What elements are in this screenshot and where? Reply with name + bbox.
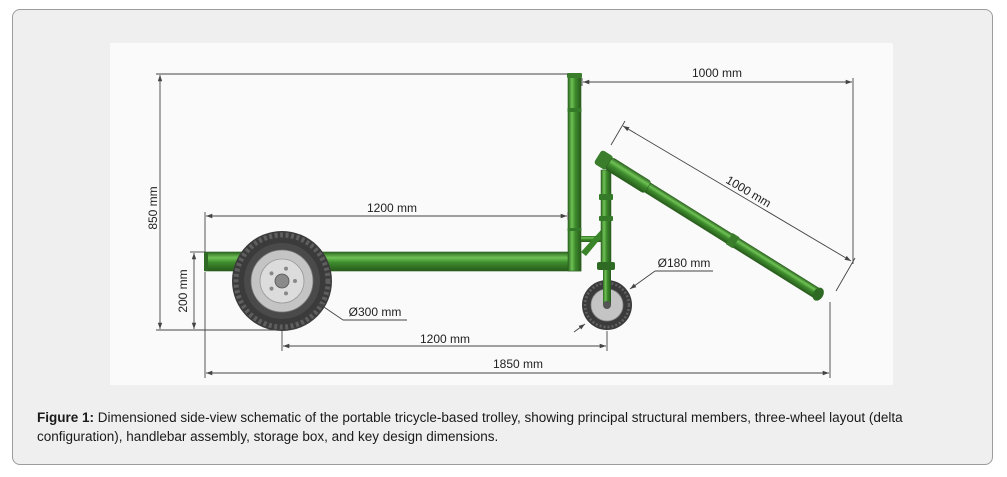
rear-wheel: [232, 231, 332, 331]
caption-label: Figure 1:: [37, 410, 95, 425]
rear-wheel-bolt: [269, 271, 274, 276]
label-overall-length: 1850 mm: [493, 357, 543, 371]
vertical-post: [567, 74, 582, 272]
dim-handlebar-length-line: [622, 125, 852, 262]
dim-handlebar-length-extension-start: [610, 120, 626, 146]
handlebar-end-cap: [812, 287, 824, 301]
label-height-total: 850 mm: [146, 186, 160, 229]
dimension-lines: [156, 73, 856, 378]
frame-end-cap: [204, 252, 208, 271]
fork-collar: [599, 194, 613, 200]
rear-wheel-bolt: [284, 266, 288, 271]
label-frame-length: 1200 mm: [367, 201, 417, 215]
front-hub: [603, 301, 611, 309]
rear-tire-tread: [233, 232, 331, 330]
front-tire-tread: [583, 281, 631, 329]
trolley-diagram: 850 mm 200 mm 1200 mm 1000 mm 1000 mm Ø1…: [110, 43, 893, 385]
post-joint-band: [567, 108, 582, 112]
label-handlebar-reach: 1000 mm: [692, 66, 742, 80]
label-front-wheel: Ø180 mm: [658, 256, 711, 270]
label-wheelbase: 1200 mm: [420, 332, 470, 346]
rear-wheel-leader: [317, 302, 344, 321]
front-wheel-leader: [629, 270, 656, 290]
post-top-cap: [567, 73, 582, 78]
fork-crown: [597, 262, 615, 270]
fork-horizontal-brace: [581, 236, 602, 242]
post-joint-band: [567, 228, 582, 231]
dimension-labels: 850 mm 200 mm 1200 mm 1000 mm 1000 mm Ø1…: [146, 66, 774, 371]
front-wheel: [582, 262, 632, 330]
fork-leg: [603, 270, 611, 305]
front-fork-assembly: [581, 169, 613, 266]
caption-text: Dimensioned side-view schematic of the p…: [37, 410, 903, 444]
fork-collar: [599, 216, 613, 221]
trolley-drawing: 850 mm 200 mm 1200 mm 1000 mm 1000 mm Ø1…: [146, 66, 856, 378]
dim-handlebar-length-extension-end: [835, 257, 856, 292]
figure-caption: Figure 1: Dimensioned side-view schemati…: [37, 408, 987, 446]
ground-contact-pointer: [573, 323, 586, 333]
handlebar-grip-section: [605, 158, 651, 193]
handlebar-assembly: [594, 150, 824, 301]
label-height-frame: 200 mm: [176, 269, 190, 312]
rear-wheel-bolt: [293, 279, 297, 283]
rear-wheel-bolt: [269, 286, 274, 291]
fork-diagonal-brace: [581, 230, 601, 256]
label-handlebar-length: 1000 mm: [723, 173, 773, 211]
rear-wheel-bolt: [284, 291, 288, 296]
label-rear-wheel: Ø300 mm: [349, 305, 402, 319]
rear-hub: [274, 273, 290, 289]
